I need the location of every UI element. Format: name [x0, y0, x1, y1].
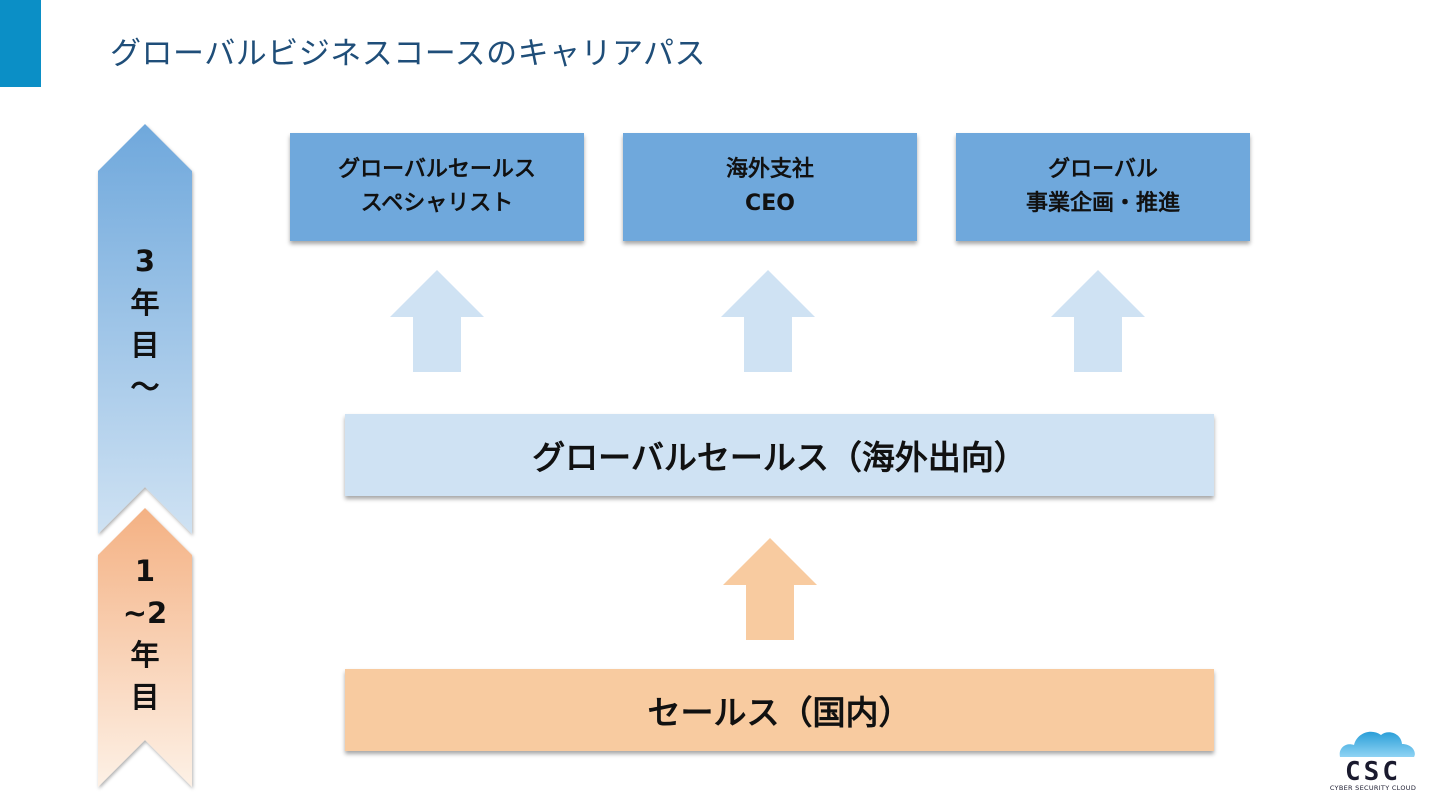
stage-box-domestic-sales: セールス（国内） [345, 669, 1214, 751]
arrow-up-to-role-3 [1051, 270, 1145, 372]
logo-subtitle: CYBER SECURITY CLOUD [1329, 784, 1417, 792]
arrow-up-to-role-1 [390, 270, 484, 372]
timeline-chevron-lower [98, 508, 192, 787]
timeline-lower-label: 1 ~2 年 目 [122, 554, 168, 714]
role-box-global-business-planning: グローバル事業企画・推進 [956, 133, 1250, 241]
arrow-up-to-global-sales [723, 538, 817, 640]
stage-box-global-sales-overseas: グローバルセールス（海外出向） [345, 414, 1214, 496]
title-accent-bar [0, 0, 41, 87]
logo-wordmark: CSC [1345, 757, 1401, 787]
timeline-upper-label: 3 年 目 〜 [130, 244, 160, 404]
role-box-global-sales-specialist: グローバルセールススペシャリスト [290, 133, 584, 241]
arrow-up-to-role-2 [721, 270, 815, 372]
slide-title: グローバルビジネスコースのキャリアパス [110, 36, 707, 72]
cloud-icon [1339, 731, 1415, 757]
timeline-chevron-upper [98, 124, 192, 534]
